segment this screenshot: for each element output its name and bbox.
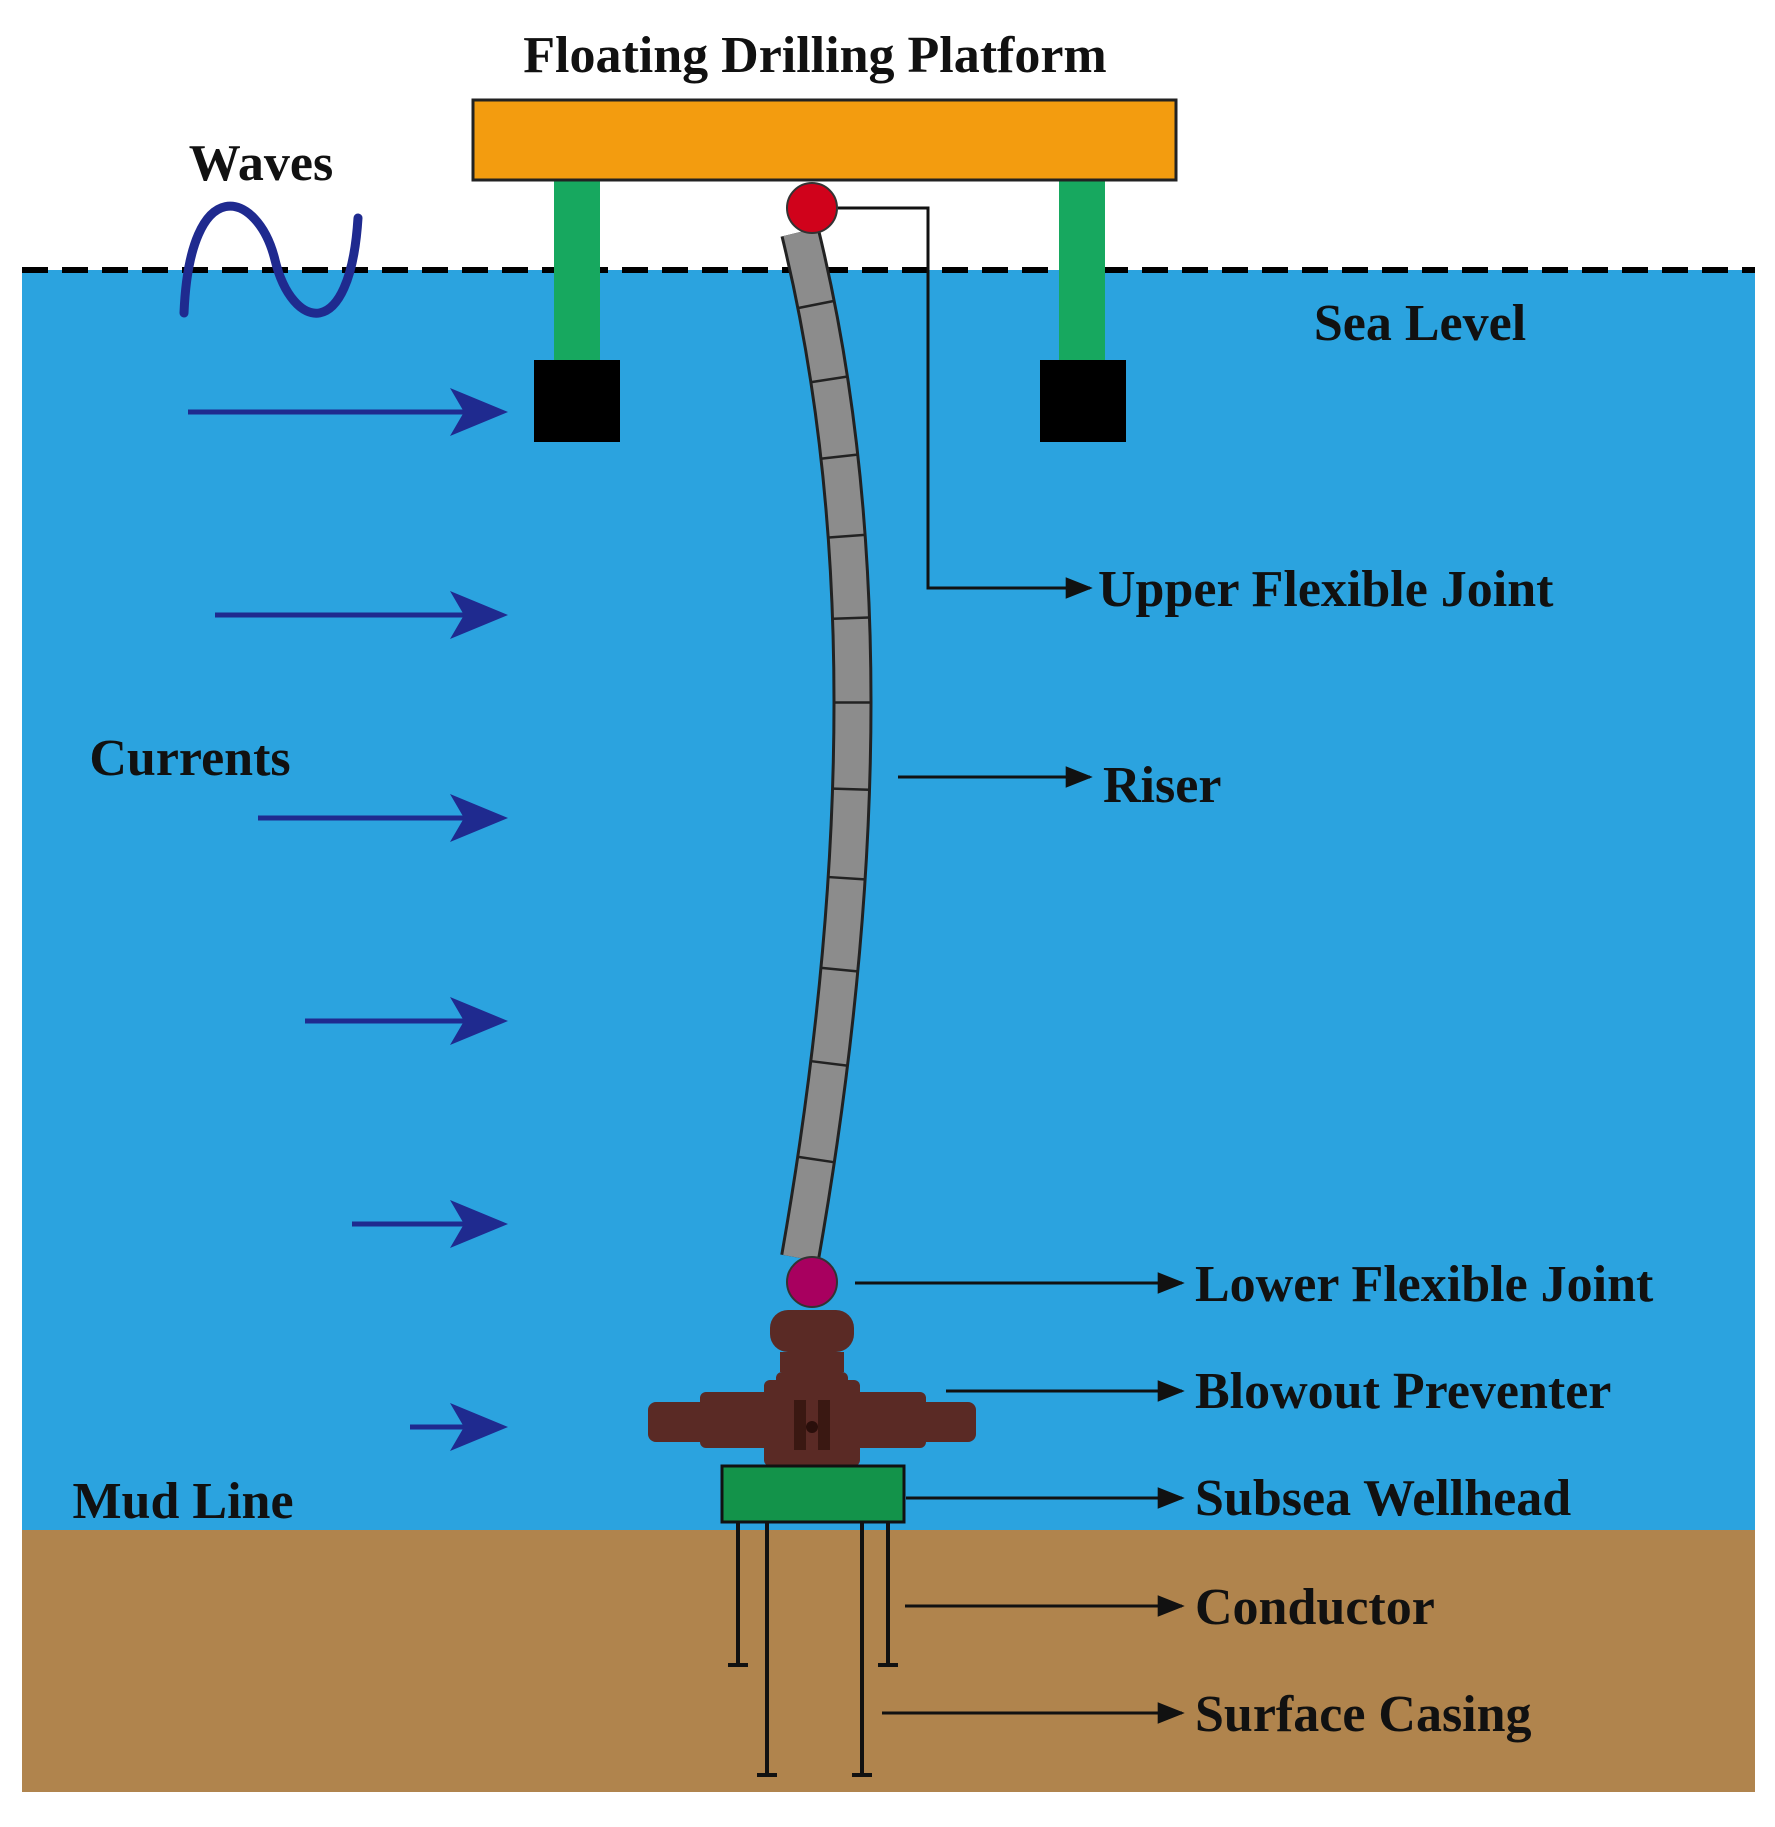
riser-joint-seam: [821, 966, 858, 973]
subsea-wellhead: [720, 1464, 906, 1524]
riser-joint-seam: [821, 453, 858, 460]
current-arrow: [352, 1200, 508, 1248]
upper-flexible-joint-label: Upper Flexible Joint: [1098, 561, 1554, 618]
blowout-preventer: [648, 1310, 976, 1474]
riser-joint-seam: [798, 1155, 835, 1164]
current-arrow: [258, 794, 508, 842]
surface-casing-label: Surface Casing: [1195, 1686, 1532, 1743]
upper-flexible-joint: [786, 182, 838, 234]
current-arrows: [188, 388, 508, 1451]
currents-label: Currents: [89, 730, 290, 787]
pontoon-right: [1040, 360, 1126, 442]
sea-level-label: Sea Level: [1314, 295, 1526, 352]
subsea-wellhead-label: Subsea Wellhead: [1195, 1470, 1571, 1527]
sea-water: [22, 270, 1755, 1530]
current-arrow: [305, 997, 508, 1045]
riser-joint-seam: [828, 533, 865, 539]
current-arrow: [410, 1403, 508, 1451]
leader-lines: [838, 206, 1185, 1724]
pontoon-left: [534, 360, 620, 442]
riser-joint-seam: [811, 375, 848, 384]
waves-label: Waves: [189, 135, 333, 192]
current-arrow: [188, 388, 508, 436]
platform-deck: [471, 98, 1178, 182]
lower-flexible-joint: [786, 1256, 838, 1308]
riser-joint-seam: [828, 875, 865, 881]
riser-joint-seam: [833, 616, 870, 621]
riser: [780, 227, 873, 1262]
platform-leg-left: [554, 180, 600, 365]
riser-label: Riser: [1103, 757, 1221, 814]
blowout-preventer-label: Blowout Preventer: [1195, 1363, 1611, 1420]
conductor-and-casing: [728, 1522, 898, 1777]
wave-symbol: [179, 201, 363, 318]
platform-label: Floating Drilling Platform: [523, 27, 1106, 84]
conductor-label: Conductor: [1195, 1579, 1435, 1636]
riser-joint-seam: [833, 787, 870, 792]
riser-joint-seam: [798, 299, 834, 310]
mud-line-label: Mud Line: [72, 1473, 293, 1530]
riser-joint-seam: [811, 1059, 848, 1067]
leader-upper-flexible-joint: [838, 206, 1093, 599]
current-arrow: [215, 591, 508, 639]
lower-flexible-joint-label: Lower Flexible Joint: [1195, 1256, 1654, 1313]
platform-leg-right: [1059, 180, 1105, 365]
